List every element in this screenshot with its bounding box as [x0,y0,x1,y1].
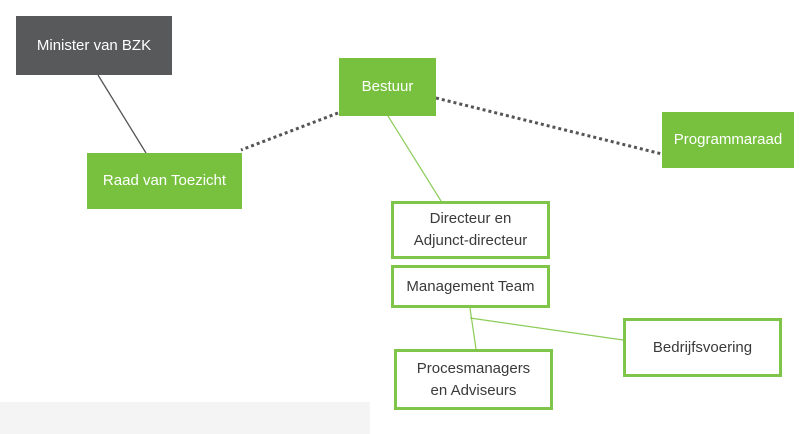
procesmanagers-label-line2: en Adviseurs [430,381,517,399]
minister-box: Minister van BZK [16,16,172,75]
programmaraad-label: Programmaraad [673,131,783,149]
connector-bestuur-raad [240,111,339,152]
connector-minister-raad [97,74,147,154]
connector-bestuur-directeur [387,115,442,202]
bedrijfsvoering-box: Bedrijfsvoering [623,318,782,377]
procesmanagers-box: Procesmanagers en Adviseurs [394,349,553,410]
bestuur-box: Bestuur [339,58,436,116]
raad-van-toezicht-box: Raad van Toezicht [87,153,242,209]
connector-management-bedrijfsvoering [469,317,624,341]
raad-van-toezicht-label: Raad van Toezicht [102,172,227,190]
connector-management-procesmanagers [469,307,477,350]
programmaraad-box: Programmaraad [662,112,794,168]
procesmanagers-label-line1: Procesmanagers [416,359,531,377]
directeur-label-line2: Adjunct-directeur [413,232,528,249]
bestuur-label: Bestuur [361,78,414,96]
bedrijfsvoering-label: Bedrijfsvoering [652,338,753,356]
directeur-label-line1: Directeur en [429,210,512,228]
management-team-label: Management Team [406,277,535,295]
connector-bestuur-programmaraad [435,96,663,156]
background-shade [0,402,370,434]
directeur-box: Directeur en Adjunct-directeur [391,201,550,259]
minister-label: Minister van BZK [36,36,152,54]
management-team-box: Management Team [391,265,550,308]
